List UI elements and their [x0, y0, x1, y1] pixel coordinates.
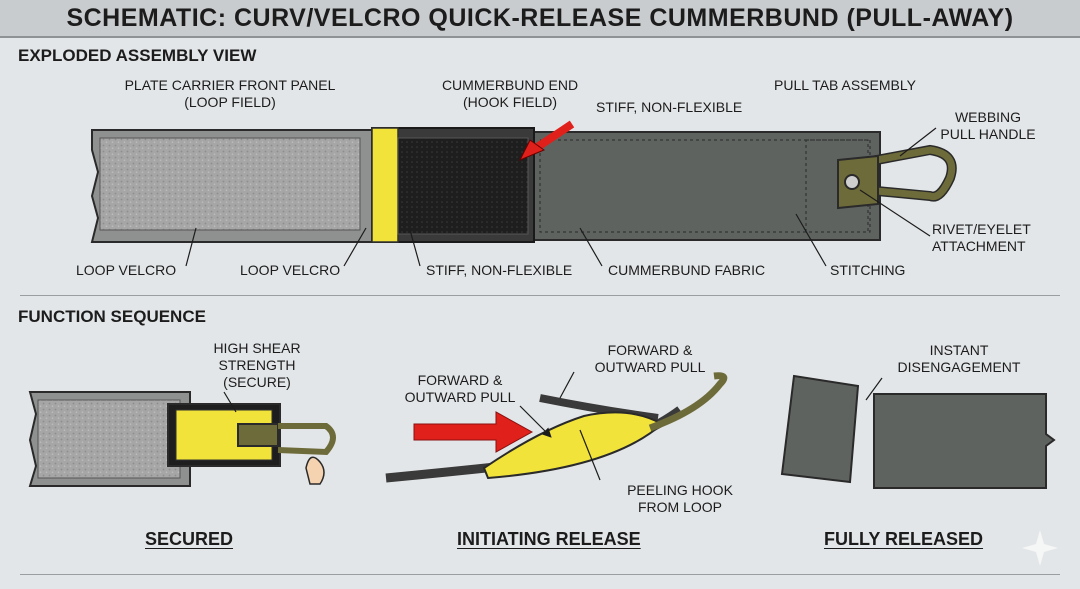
label-cummerbund-end: CUMMERBUND END (HOOK FIELD)	[441, 77, 579, 110]
label-forward-left: FORWARD & OUTWARD PULL	[404, 372, 516, 405]
bottom-divider	[20, 574, 1060, 575]
label-pull-tab: PULL TAB ASSEMBLY	[774, 77, 916, 93]
label-peeling: PEELING HOOK FROM LOOP	[627, 482, 733, 515]
pull-handle	[837, 144, 957, 210]
label-fabric: CUMMERBUND FABRIC	[608, 262, 766, 278]
label-webbing: WEBBING PULL HANDLE	[940, 109, 1036, 142]
stiffener-plate	[371, 127, 399, 243]
front-panel	[90, 129, 373, 243]
title-bar	[0, 0, 1080, 38]
cummerbund-strap	[371, 127, 881, 243]
initiating-illustration	[385, 371, 728, 483]
label-stitching: STITCHING	[830, 262, 906, 278]
section-divider	[20, 295, 1060, 296]
label-stiff-top: STIFF, NON-FLEXIBLE	[596, 99, 743, 115]
secured-illustration	[28, 391, 336, 487]
label-instant: INSTANT DISENGAGEMENT	[897, 342, 1021, 375]
loop-field-panel	[99, 137, 361, 231]
sparkle-icon	[1022, 530, 1058, 566]
page-title: SCHEMATIC: CURV/VELCRO QUICK-RELEASE CUM…	[66, 4, 1014, 32]
caption-released: FULLY RELEASED	[824, 529, 984, 549]
label-stiff-bottom: STIFF, NON-FLEXIBLE	[426, 262, 573, 278]
pull-arrow	[413, 411, 534, 453]
released-illustration	[780, 374, 1056, 489]
loop-field-panel	[37, 399, 181, 479]
finger-icon	[305, 456, 325, 485]
red-pointer-arrow	[533, 120, 575, 152]
label-front-panel: PLATE CARRIER FRONT PANEL (LOOP FIELD)	[124, 77, 336, 110]
rivet-icon	[844, 174, 860, 190]
label-rivet: RIVET/EYELET ATTACHMENT	[932, 221, 1031, 254]
label-forward-top: FORWARD & OUTWARD PULL	[594, 342, 706, 375]
hook-field	[397, 137, 529, 235]
assembly-heading: EXPLODED ASSEMBLY VIEW	[18, 46, 257, 65]
label-loop-velcro-2: LOOP VELCRO	[240, 262, 341, 278]
caption-secured: SECURED	[145, 529, 234, 549]
label-loop-velcro-1: LOOP VELCRO	[76, 262, 177, 278]
label-high-shear: HIGH SHEAR STRENGTH (SECURE)	[213, 340, 301, 390]
cummerbund-fabric-body	[529, 131, 881, 241]
sequence-heading: FUNCTION SEQUENCE	[18, 307, 206, 326]
caption-initiating: INITIATING RELEASE	[457, 529, 641, 549]
